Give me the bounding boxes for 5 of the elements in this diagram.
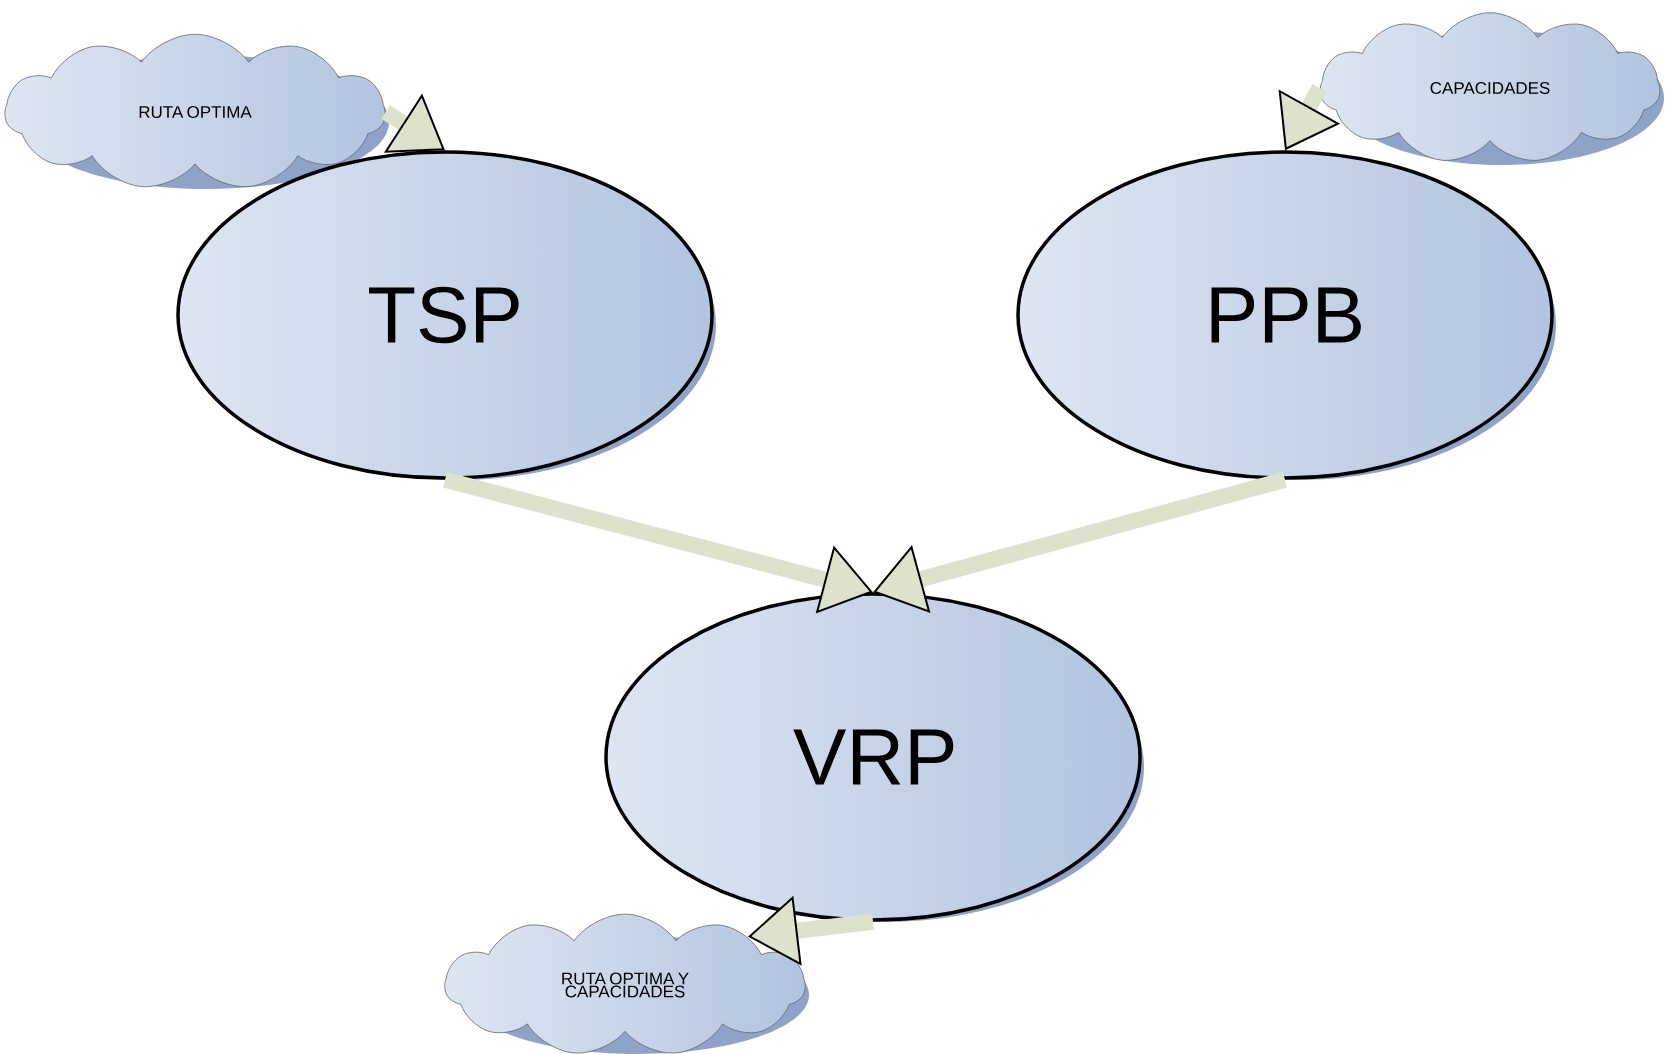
cloud: RUTA OPTIMA Y CAPACIDADES [444,913,806,1054]
block-arrow [381,93,445,153]
cloud: CAPACIDADES [1319,12,1661,161]
cloud: RUTA OPTIMA [4,33,386,188]
block-arrow [873,472,1288,614]
